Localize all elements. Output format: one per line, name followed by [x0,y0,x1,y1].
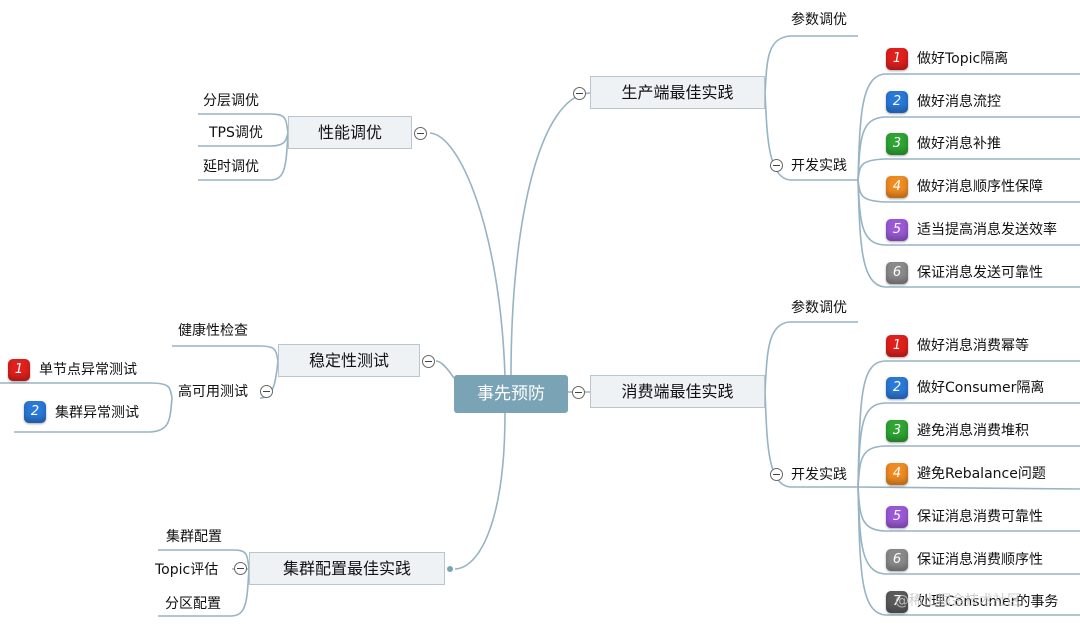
consumer-item-4-badge: 4 [886,463,908,485]
producer-item-1-badge: 1 [886,48,908,70]
producer-item-6[interactable]: 保证消息发送可靠性 [917,265,1043,281]
ha-item-1[interactable]: 单节点异常测试 [39,362,137,378]
performance-collapse-icon[interactable] [414,127,427,140]
consumer-item-5-badge: 5 [886,506,908,528]
root-node[interactable]: 事先预防 [454,375,568,413]
edge-p-dev-2 [857,116,1080,181]
ha-item-2[interactable]: 集群异常测试 [55,405,139,421]
consumer-item-1[interactable]: 做好消息消费幂等 [917,338,1029,354]
cluster-item-2[interactable]: Topic评估 [155,562,219,578]
watermark: @稀土掘金技术社区 [895,593,1021,609]
stability-ha-collapse-icon[interactable] [260,385,273,398]
producer-item-4[interactable]: 做好消息顺序性保障 [917,179,1043,195]
stability-branch[interactable]: 稳定性测试 [278,344,420,377]
consumer-item-2-badge: 2 [886,377,908,399]
producer-item-6-badge: 6 [886,262,908,284]
edge-p-dev-3 [857,158,1080,181]
performance-item-1[interactable]: 分层调优 [203,93,259,109]
edge-consumer-params [764,321,858,393]
ha-item-2-badge: 2 [24,401,46,423]
edge-c-dev-2 [857,402,1080,488]
producer-collapse-icon[interactable] [573,87,586,100]
edge-c-dev-4 [857,486,1080,490]
consumer-item-6-badge: 6 [886,549,908,571]
edge-root-performance [429,132,506,377]
cluster-connector-dot [447,566,453,572]
stability-collapse-icon[interactable] [422,355,435,368]
consumer-branch[interactable]: 消费端最佳实践 [590,375,765,408]
edge-consumer-dev [764,391,858,488]
edge-stab-health [172,345,279,362]
cluster-branch[interactable]: 集群配置最佳实践 [249,552,445,585]
edge-root-cluster [454,412,506,570]
consumer-item-2[interactable]: 做好Consumer隔离 [917,380,1045,396]
edge-ha-1 [0,382,173,399]
producer-item-2-badge: 2 [886,91,908,113]
producer-item-2[interactable]: 做好消息流控 [917,94,1001,110]
consumer-item-3[interactable]: 避免消息消费堆积 [917,423,1029,439]
performance-item-3[interactable]: 延时调优 [203,159,259,175]
consumer-item-4[interactable]: 避免Rebalance问题 [917,466,1046,482]
consumer-item-7-badge: 7 [886,591,908,613]
edge-cl-3 [158,568,250,617]
edge-p-dev-6 [857,179,1080,288]
edge-producer-dev [764,92,858,181]
edge-c-dev-7 [857,486,1080,616]
producer-dev[interactable]: 开发实践 [791,158,847,174]
producer-item-5-badge: 5 [886,219,908,241]
edge-p-dev-1 [857,73,1080,181]
consumer-item-6[interactable]: 保证消息消费顺序性 [917,552,1043,568]
consumer-params[interactable]: 参数调优 [791,300,847,316]
cluster-item-1[interactable]: 集群配置 [166,529,222,545]
producer-item-5[interactable]: 适当提高消息发送效率 [917,222,1057,238]
producer-item-3[interactable]: 做好消息补推 [917,136,1001,152]
cluster-collapse-icon[interactable] [234,562,247,575]
edge-root-stability [435,360,455,379]
edge-ha-2 [14,397,173,433]
producer-dev-collapse-icon[interactable] [770,159,783,172]
performance-branch[interactable]: 性能调优 [288,116,412,149]
consumer-item-5[interactable]: 保证消息消费可靠性 [917,509,1043,525]
producer-branch[interactable]: 生产端最佳实践 [590,76,765,109]
edge-c-dev-3 [857,445,1080,488]
consumer-item-7[interactable]: 处理Consumer的事务 [917,594,1059,610]
performance-item-2[interactable]: TPS调优 [209,125,263,141]
ha-item-1-badge: 1 [8,359,30,381]
edge-root-producer [510,92,591,377]
consumer-item-1-badge: 1 [886,335,908,357]
consumer-dev-collapse-icon[interactable] [770,468,783,481]
producer-item-1[interactable]: 做好Topic隔离 [917,51,1009,67]
producer-item-4-badge: 4 [886,176,908,198]
consumer-dev[interactable]: 开发实践 [791,467,847,483]
producer-params[interactable]: 参数调优 [791,12,847,28]
edge-perf-1 [198,113,289,134]
edge-cl-1 [158,549,250,570]
producer-item-3-badge: 3 [886,133,908,155]
consumer-collapse-icon[interactable] [572,386,585,399]
edge-perf-3 [198,132,289,181]
stability-ha[interactable]: 高可用测试 [178,384,248,400]
consumer-item-3-badge: 3 [886,420,908,442]
cluster-item-3[interactable]: 分区配置 [165,596,221,612]
stability-health[interactable]: 健康性检查 [178,323,248,339]
edge-producer-params [764,35,858,94]
